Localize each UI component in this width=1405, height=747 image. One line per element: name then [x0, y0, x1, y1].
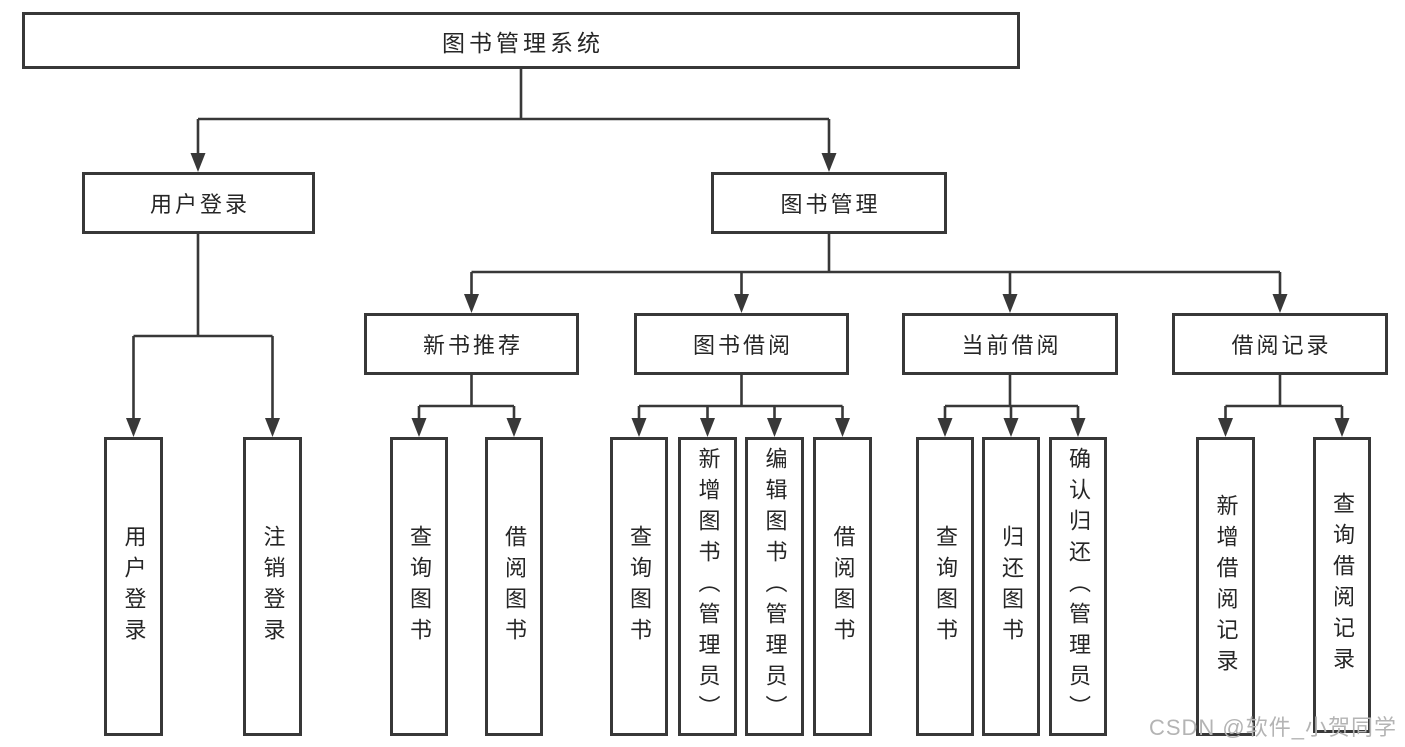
node-label: 归还图书: [999, 524, 1024, 649]
leaf-query-books-recommend: 查询图书: [390, 437, 448, 736]
node-library-management-system: 图书管理系统: [22, 12, 1020, 69]
node-label: 查询图书: [407, 524, 432, 649]
node-label: 用户登录: [121, 524, 147, 649]
leaf-add-book-admin: 新增图书（管理员）: [678, 437, 737, 736]
node-label: 确认归还（管理员）: [1066, 447, 1091, 726]
node-new-book-recommendation: 新书推荐: [364, 313, 579, 375]
leaf-confirm-return-admin: 确认归还（管理员）: [1049, 437, 1107, 736]
node-label: 图书借阅: [692, 333, 793, 358]
leaf-add-borrow-record: 新增借阅记录: [1196, 437, 1255, 736]
leaf-user-login: 用户登录: [104, 437, 163, 736]
leaf-return-books: 归还图书: [982, 437, 1040, 736]
node-label: 借阅记录: [1231, 333, 1332, 358]
node-label: 新书推荐: [422, 333, 523, 358]
node-label: 查询借阅记录: [1330, 492, 1355, 678]
node-current-borrowing: 当前借阅: [902, 313, 1118, 375]
node-label: 用户登录: [149, 192, 250, 217]
node-user-login: 用户登录: [82, 172, 315, 234]
node-label: 注销登录: [260, 524, 286, 649]
leaf-borrow-books-recommend: 借阅图书: [485, 437, 543, 736]
node-label: 新增借阅记录: [1213, 493, 1239, 680]
node-label: 查询图书: [627, 524, 652, 649]
node-label: 查询图书: [933, 524, 958, 649]
leaf-query-books-current: 查询图书: [916, 437, 974, 736]
node-borrowing-records: 借阅记录: [1172, 313, 1388, 375]
node-book-management: 图书管理: [711, 172, 947, 234]
leaf-borrow-books: 借阅图书: [813, 437, 872, 736]
node-label: 新增图书（管理员）: [695, 447, 721, 726]
leaf-edit-book-admin: 编辑图书（管理员）: [745, 437, 804, 736]
node-label: 图书管理系统: [442, 29, 604, 56]
node-label: 编辑图书（管理员）: [762, 447, 788, 726]
leaf-logout: 注销登录: [243, 437, 302, 736]
node-label: 借阅图书: [830, 524, 856, 649]
node-book-borrowing: 图书借阅: [634, 313, 849, 375]
leaf-query-books-borrowing: 查询图书: [610, 437, 668, 736]
node-label: 图书管理: [780, 192, 881, 217]
node-label: 借阅图书: [502, 524, 527, 649]
leaf-query-borrow-record: 查询借阅记录: [1313, 437, 1371, 733]
node-label: 当前借阅: [961, 333, 1062, 358]
